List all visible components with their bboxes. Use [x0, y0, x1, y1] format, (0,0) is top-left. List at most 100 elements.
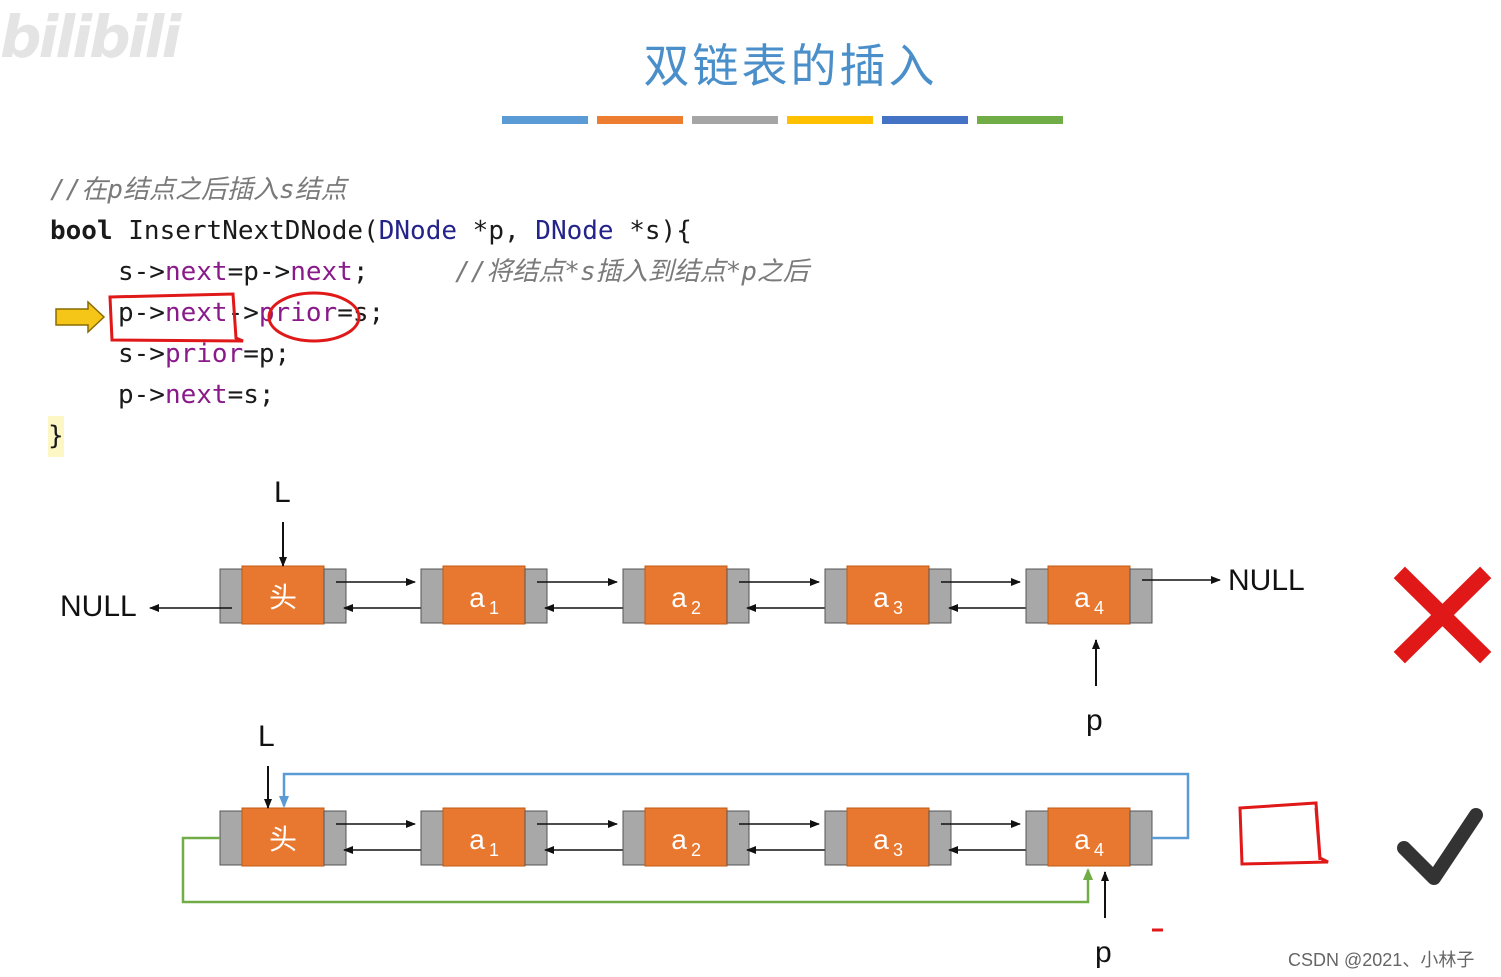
code-token: =s;: [227, 380, 275, 410]
code-line-1-comment: //将结点*s插入到结点*p之后: [455, 257, 809, 287]
node-prior-field: [1025, 568, 1049, 624]
node-next-field: [726, 568, 750, 624]
node-data-field: [442, 565, 526, 625]
title-bar-5: [882, 116, 968, 124]
node-next-field: [726, 810, 750, 866]
list-node: 头: [219, 807, 347, 867]
title-bar-4: [787, 116, 873, 124]
code-token: p->: [118, 380, 165, 410]
code-comment-header: //在p结点之后插入s结点: [50, 175, 347, 205]
bilibili-watermark-logo: bilibili: [0, 3, 181, 71]
node-subscript: 3: [893, 598, 903, 618]
node-next-field: [524, 568, 548, 624]
node-next-field: [1129, 810, 1153, 866]
node-next-field: [524, 810, 548, 866]
node-data-field: [846, 807, 930, 867]
node-data-field: [1047, 565, 1131, 625]
node-next-field: [323, 810, 347, 866]
node-next-field: [323, 568, 347, 624]
node-prior-field: [219, 568, 243, 624]
code-close-brace: }: [48, 416, 64, 457]
node-label: a: [1074, 824, 1090, 855]
wrong-x-icon: [1393, 566, 1492, 664]
code-token: =p;: [243, 339, 291, 369]
code-field-prior: prior: [164, 339, 244, 369]
node-subscript: 1: [489, 840, 499, 860]
node-prior-field: [622, 810, 646, 866]
node-subscript: 1: [489, 598, 499, 618]
red-circle-annotation: [267, 291, 361, 343]
code-token: =p->: [227, 257, 291, 287]
null-label-left: NULL: [60, 590, 137, 623]
head-pointer-label-2: L: [258, 720, 275, 753]
node-data-field: [241, 807, 325, 867]
code-field-next: next: [164, 380, 228, 410]
node-label: a: [873, 582, 889, 613]
title-bar-6: [977, 116, 1063, 124]
code-token: s->: [118, 257, 165, 287]
node-prior-field: [622, 568, 646, 624]
code-token: s->: [118, 339, 165, 369]
current-line-arrow-icon: [55, 300, 106, 334]
code-token: ;: [352, 257, 369, 287]
red-box-annotation: [108, 292, 244, 343]
p-pointer-label-1: p: [1086, 704, 1103, 737]
code-field-next: next: [164, 298, 228, 328]
node-label: a: [873, 824, 889, 855]
node-label: 头: [269, 582, 297, 613]
null-label-right: NULL: [1228, 564, 1305, 597]
node-data-field: [442, 807, 526, 867]
node-next-field: [928, 568, 952, 624]
code-type-dnode-2: DNode: [535, 216, 614, 246]
node-label: a: [1074, 582, 1090, 613]
code-token: p->: [118, 298, 165, 328]
node-subscript: 4: [1094, 840, 1104, 860]
code-arg-s: *s){: [613, 216, 692, 246]
title-bar-2: [597, 116, 683, 124]
code-line-4: p->next=s;: [118, 375, 275, 416]
code-arg-p: *p,: [457, 216, 536, 246]
node-prior-field: [824, 568, 848, 624]
code-signature: bool InsertNextDNode(DNode *p, DNode *s)…: [50, 211, 692, 252]
code-keyword-bool: bool: [50, 216, 113, 246]
node-prior-field: [420, 810, 444, 866]
node-label: a: [469, 824, 485, 855]
title-color-bars: [502, 116, 1063, 124]
code-field-next: next: [290, 257, 353, 287]
node-label: a: [469, 582, 485, 613]
node-subscript: 3: [893, 840, 903, 860]
node-label: 头: [269, 824, 297, 855]
circular-next-loop: [279, 772, 1190, 840]
node-next-field: [928, 810, 952, 866]
circular-prior-loop: [181, 836, 1093, 904]
code-token: =s;: [337, 298, 385, 328]
node-prior-field: [219, 810, 243, 866]
node-data-field: [644, 807, 728, 867]
node-next-field: [1129, 568, 1153, 624]
code-field-next: next: [164, 257, 228, 287]
node-prior-field: [1025, 810, 1049, 866]
node-label: a: [671, 582, 687, 613]
node-prior-field: [824, 810, 848, 866]
title-bar-3: [692, 116, 778, 124]
slide-title: 双链表的插入: [643, 39, 938, 93]
node-label: a: [671, 824, 687, 855]
title-bar-1: [502, 116, 588, 124]
node-prior-field: [420, 568, 444, 624]
node-data-field: [241, 565, 325, 625]
head-pointer-label-1: L: [274, 476, 291, 509]
node-subscript: 2: [691, 840, 701, 860]
code-line-1: s->next=p->next;: [118, 252, 369, 293]
check-mark-icon: [1397, 808, 1483, 885]
code-type-dnode-1: DNode: [378, 216, 458, 246]
